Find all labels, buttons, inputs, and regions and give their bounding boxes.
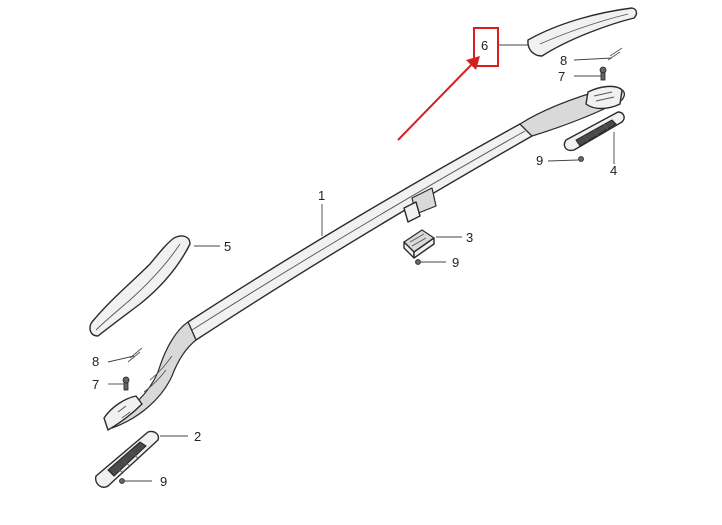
highlight-box: [473, 27, 499, 67]
callout-labels: 1 2 3 4 5 6 7 8 9 9 8 7 9: [92, 38, 617, 489]
callout-part-1: 1: [318, 188, 325, 203]
callout-part-2: 2: [194, 429, 201, 444]
highlight-arrow: [397, 61, 475, 141]
callout-part-3: 3: [466, 230, 473, 245]
callout-part-9-rear: 9: [160, 474, 167, 489]
part-6-front-end-cap: [527, 7, 638, 57]
part-2-rear-mounting-pad: [94, 430, 160, 488]
callout-part-7-rear: 7: [92, 377, 99, 392]
highlight-arrow-head: [466, 56, 480, 70]
callout-part-8-front: 8: [560, 53, 567, 68]
callout-part-7-front: 7: [558, 69, 565, 84]
callout-part-5: 5: [224, 239, 231, 254]
callout-part-4: 4: [610, 163, 617, 178]
part-5-rear-end-cap: [89, 235, 191, 337]
leader-lines: [107, 44, 615, 482]
callout-part-9-middle: 9: [452, 255, 459, 270]
highlight-part-6: [397, 27, 499, 141]
part-3-middle-mounting-pad: [403, 229, 435, 259]
callout-part-8-rear: 8: [92, 354, 99, 369]
part-4-front-mounting-pad: [563, 111, 625, 152]
callout-part-6: 6: [481, 38, 488, 53]
callout-part-9-front: 9: [536, 153, 543, 168]
part-1-roof-rail: [103, 85, 625, 431]
